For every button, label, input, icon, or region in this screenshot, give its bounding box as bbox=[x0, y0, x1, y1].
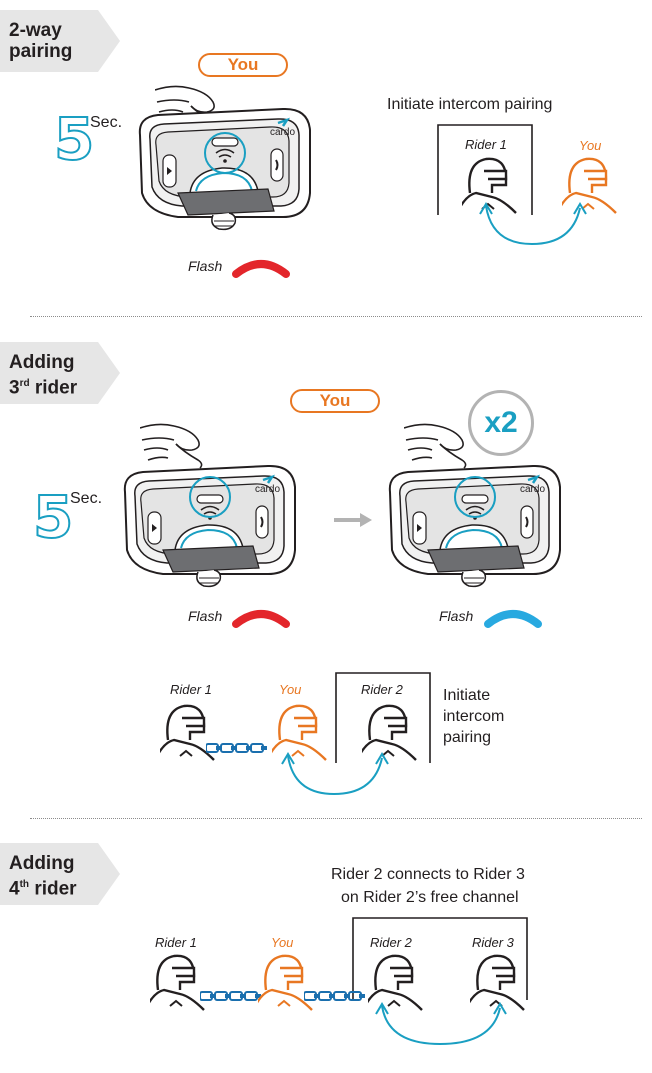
press-count-text: x2 bbox=[484, 406, 518, 439]
rider-helmet-icon bbox=[150, 954, 206, 1012]
flash-label: Flash bbox=[439, 608, 474, 624]
flash-label: Flash bbox=[188, 608, 223, 624]
rider1-label: Rider 1 bbox=[170, 682, 212, 697]
you-rider-label: You bbox=[579, 138, 602, 153]
cardo-device-icon bbox=[123, 464, 297, 588]
ordinal-suffix: rd bbox=[19, 378, 30, 389]
free-channel-bracket bbox=[352, 917, 528, 1000]
pairing-bracket bbox=[437, 124, 533, 215]
flash-arc-icon bbox=[232, 610, 290, 628]
you-rider-label: You bbox=[279, 682, 302, 697]
section-divider bbox=[30, 316, 642, 317]
rider3-label: Rider 3 bbox=[472, 935, 514, 950]
intercom-button-highlight bbox=[454, 476, 496, 518]
hold-seconds-unit: Sec. bbox=[70, 490, 103, 507]
section-title-line1: Adding bbox=[9, 853, 75, 874]
flash-label: Flash bbox=[188, 258, 223, 274]
flash-arc-icon bbox=[484, 610, 542, 628]
ordinal-suffix: th bbox=[19, 879, 30, 890]
ordinal-number: 4 bbox=[9, 878, 20, 900]
next-step-arrow-icon bbox=[334, 513, 372, 527]
section-tag-3rd-rider: Adding 3rd rider bbox=[0, 342, 120, 404]
rider2-label: Rider 2 bbox=[370, 935, 412, 950]
connection-caption-line1: Rider 2 connects to Rider 3 bbox=[331, 866, 525, 883]
section-title-line2: 4th rider bbox=[9, 874, 77, 899]
section-title-line1: Adding bbox=[9, 352, 75, 373]
flash-arc-icon bbox=[232, 260, 290, 278]
pairing-caption-line3: pairing bbox=[443, 729, 492, 746]
chain-link-icon bbox=[304, 991, 366, 1001]
section-title-line1: 2-way bbox=[9, 20, 62, 41]
connection-caption-line2: on Rider 2’s free channel bbox=[341, 889, 519, 906]
pairing-caption: Initiate intercom pairing bbox=[387, 96, 553, 113]
intercom-button-highlight bbox=[204, 132, 246, 174]
pairing-arrow-icon bbox=[375, 1002, 507, 1046]
you-helmet-icon bbox=[258, 954, 314, 1012]
rider1-label: Rider 1 bbox=[155, 935, 197, 950]
section-tag-2way: 2-way pairing bbox=[0, 10, 120, 72]
pairing-arrow-icon bbox=[479, 202, 587, 246]
you-rider-label: You bbox=[271, 935, 294, 950]
rider-word: rider bbox=[34, 377, 78, 399]
section-title-line2: 3rd rider bbox=[9, 373, 77, 398]
you-label-pill: You bbox=[198, 53, 288, 77]
you-label-pill: You bbox=[290, 389, 380, 413]
rider-word: rider bbox=[34, 878, 77, 900]
press-count-badge: x2 bbox=[468, 390, 534, 456]
section-tag-4th-rider: Adding 4th rider bbox=[0, 843, 120, 905]
ordinal-number: 3 bbox=[9, 377, 20, 399]
section-title-line2: pairing bbox=[9, 41, 73, 62]
pairing-arrow-icon bbox=[281, 752, 389, 796]
rider2-label: Rider 2 bbox=[361, 682, 403, 697]
pairing-caption-line2: intercom bbox=[443, 708, 505, 725]
cardo-device-icon bbox=[388, 464, 562, 588]
pairing-bracket bbox=[335, 672, 431, 763]
chain-link-icon bbox=[200, 991, 262, 1001]
rider1-label: Rider 1 bbox=[465, 137, 507, 152]
hold-seconds-number: 5 bbox=[53, 105, 95, 173]
hold-seconds-unit: Sec. bbox=[90, 114, 123, 131]
section-divider bbox=[30, 818, 642, 819]
chain-link-icon bbox=[206, 743, 268, 753]
pairing-caption-line1: Initiate bbox=[443, 687, 491, 704]
hold-seconds-number: 5 bbox=[32, 483, 74, 551]
cardo-device-icon bbox=[138, 107, 312, 231]
intercom-button-highlight bbox=[189, 476, 231, 518]
